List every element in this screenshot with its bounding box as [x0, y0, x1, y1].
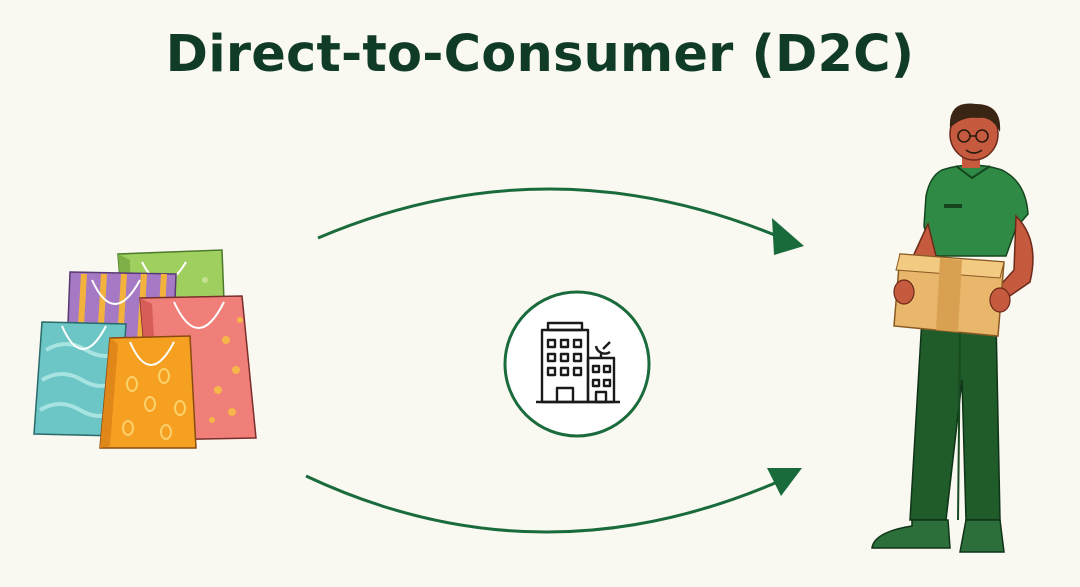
top-arrow-head — [772, 218, 804, 255]
bottom-arrow-head — [767, 468, 802, 496]
bottom-arrow — [305, 468, 802, 534]
top-arrow — [317, 187, 804, 255]
company-node — [503, 290, 651, 438]
orange-bag — [99, 335, 197, 449]
consumer-holding-box-icon — [871, 103, 1034, 553]
company-circle — [503, 290, 651, 438]
shopping-bags-icon — [33, 249, 257, 449]
page-title: Direct-to-Consumer (D2C) — [165, 25, 915, 84]
company-building-icon — [536, 321, 620, 404]
package-box — [893, 253, 1005, 337]
